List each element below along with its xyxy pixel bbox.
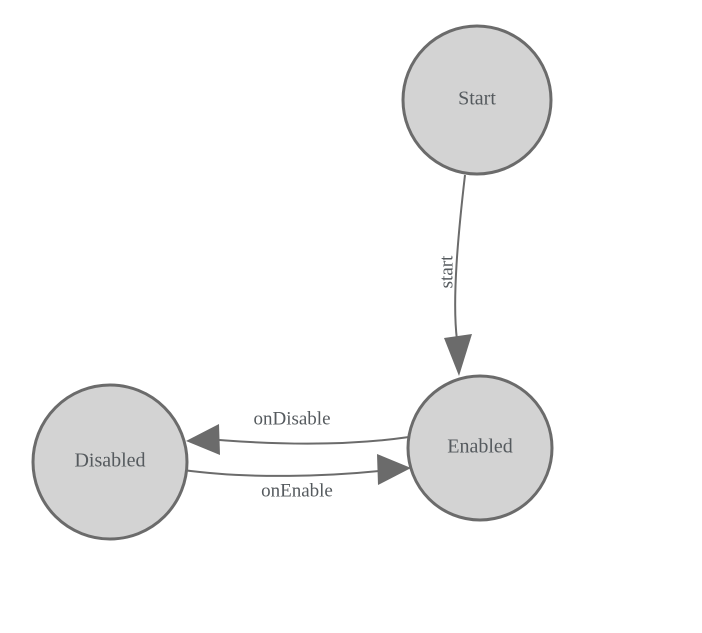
node-enabled-label: Enabled [447, 436, 513, 458]
edge-disabled-to-enabled-path [182, 468, 399, 477]
node-disabled-label: Disabled [74, 450, 145, 472]
node-enabled[interactable]: Enabled [406, 374, 554, 522]
node-disabled[interactable]: Disabled [31, 383, 189, 541]
node-enabled-circle[interactable] [406, 374, 554, 522]
edge-label-start: start [436, 255, 457, 288]
edge-enabled-to-disabled-path [195, 436, 410, 445]
edge-start-to-enabled[interactable]: start [436, 174, 472, 376]
node-disabled-circle[interactable] [31, 383, 189, 541]
node-start-label: Start [458, 88, 496, 110]
node-start[interactable]: Start [401, 24, 553, 176]
edge-label-ondisable: onDisable [253, 408, 330, 429]
edge-disabled-to-enabled[interactable]: onEnable [182, 454, 411, 501]
node-start-circle[interactable] [401, 24, 553, 176]
edge-start-to-enabled-arrowhead [444, 334, 472, 376]
edge-start-to-enabled-path [454, 174, 466, 341]
edge-enabled-to-disabled[interactable]: onDisable [186, 408, 410, 455]
edge-label-onenable: onEnable [261, 480, 333, 501]
edge-enabled-to-disabled-arrowhead [186, 424, 220, 455]
edge-disabled-to-enabled-arrowhead [377, 454, 411, 485]
